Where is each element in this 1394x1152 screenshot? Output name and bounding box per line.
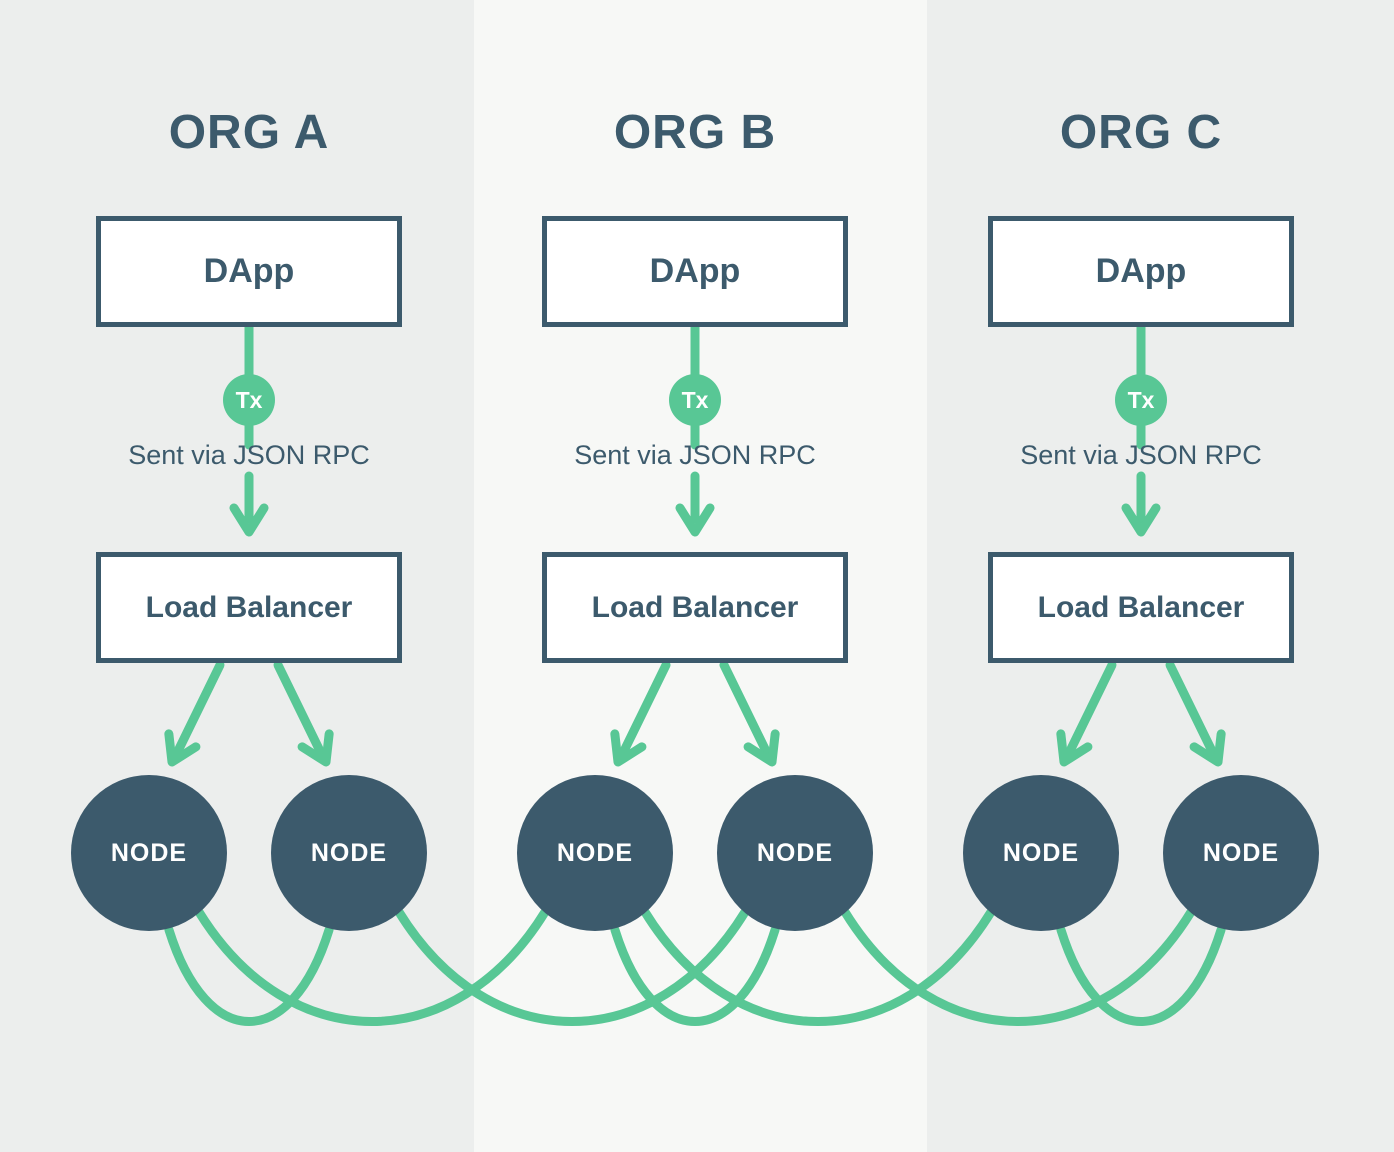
arrow-head-icon: [229, 503, 269, 537]
node-label: NODE: [756, 838, 834, 867]
arrow-head-icon: [164, 729, 201, 767]
arrow-head-icon: [1121, 503, 1161, 537]
lb-to-node-arrow-line: [1065, 660, 1117, 756]
load-balancer-box: Load Balancer: [542, 552, 848, 663]
tx-badge-label: Tx: [235, 386, 263, 413]
org-b-column: ORG B DApp Tx Sent via JSON RPC Load Bal…: [517, 0, 873, 1152]
tx-caption: Sent via JSON RPC: [574, 440, 816, 470]
node-circle: NODE: [1163, 775, 1319, 931]
node-mesh-curve: [164, 925, 334, 1026]
node-label: NODE: [1202, 838, 1280, 867]
tx-badge: Tx: [223, 374, 275, 426]
org-title: ORG A: [168, 106, 330, 159]
node-mesh-curve: [640, 907, 996, 1026]
dapp-box: DApp: [542, 216, 848, 327]
load-balancer-label: Load Balancer: [145, 590, 353, 624]
tx-badge: Tx: [669, 374, 721, 426]
lb-to-node-arrow-line: [719, 660, 771, 756]
lb-to-node-arrow-line: [273, 660, 325, 756]
arrow-head-icon: [297, 729, 334, 767]
node-circle: NODE: [271, 775, 427, 931]
load-balancer-label: Load Balancer: [591, 590, 799, 624]
node-label: NODE: [1002, 838, 1080, 867]
node-circle: NODE: [71, 775, 227, 931]
dapp-label: DApp: [203, 252, 295, 290]
dapp-box: DApp: [988, 216, 1294, 327]
node-label: NODE: [310, 838, 388, 867]
lb-to-node-arrow-line: [1165, 660, 1217, 756]
tx-badge: Tx: [1115, 374, 1167, 426]
node-mesh-curve: [840, 907, 1196, 1026]
dapp-box: DApp: [96, 216, 402, 327]
node-circle: NODE: [963, 775, 1119, 931]
org-title: ORG C: [1059, 106, 1223, 159]
tx-badge-label: Tx: [681, 386, 709, 413]
node-label: NODE: [556, 838, 634, 867]
lb-to-node-arrow-line: [619, 660, 671, 756]
dapp-label: DApp: [649, 252, 741, 290]
org-a-column: ORG A DApp Tx Sent via JSON RPC Load Bal…: [71, 0, 427, 1152]
tx-badge-label: Tx: [1127, 386, 1155, 413]
org-c-column: ORG C DApp Tx Sent via JSON RPC Load Bal…: [963, 0, 1319, 1152]
arrow-head-icon: [1056, 729, 1093, 767]
arrow-head-icon: [743, 729, 780, 767]
node-circle: NODE: [717, 775, 873, 931]
arrow-head-icon: [675, 503, 715, 537]
tx-caption: Sent via JSON RPC: [1020, 440, 1262, 470]
org-title: ORG B: [613, 106, 777, 159]
node-circle: NODE: [517, 775, 673, 931]
arrow-head-icon: [610, 729, 647, 767]
node-mesh-curve: [610, 925, 780, 1026]
load-balancer-box: Load Balancer: [96, 552, 402, 663]
dapp-label: DApp: [1095, 252, 1187, 290]
arrow-head-icon: [1189, 729, 1226, 767]
tx-caption: Sent via JSON RPC: [128, 440, 370, 470]
load-balancer-box: Load Balancer: [988, 552, 1294, 663]
node-mesh-curve: [194, 907, 550, 1026]
node-label: NODE: [110, 838, 188, 867]
load-balancer-label: Load Balancer: [1037, 590, 1245, 624]
node-mesh-curve: [1056, 925, 1226, 1026]
lb-to-node-arrow-line: [173, 660, 225, 756]
node-mesh-curve: [394, 907, 750, 1026]
